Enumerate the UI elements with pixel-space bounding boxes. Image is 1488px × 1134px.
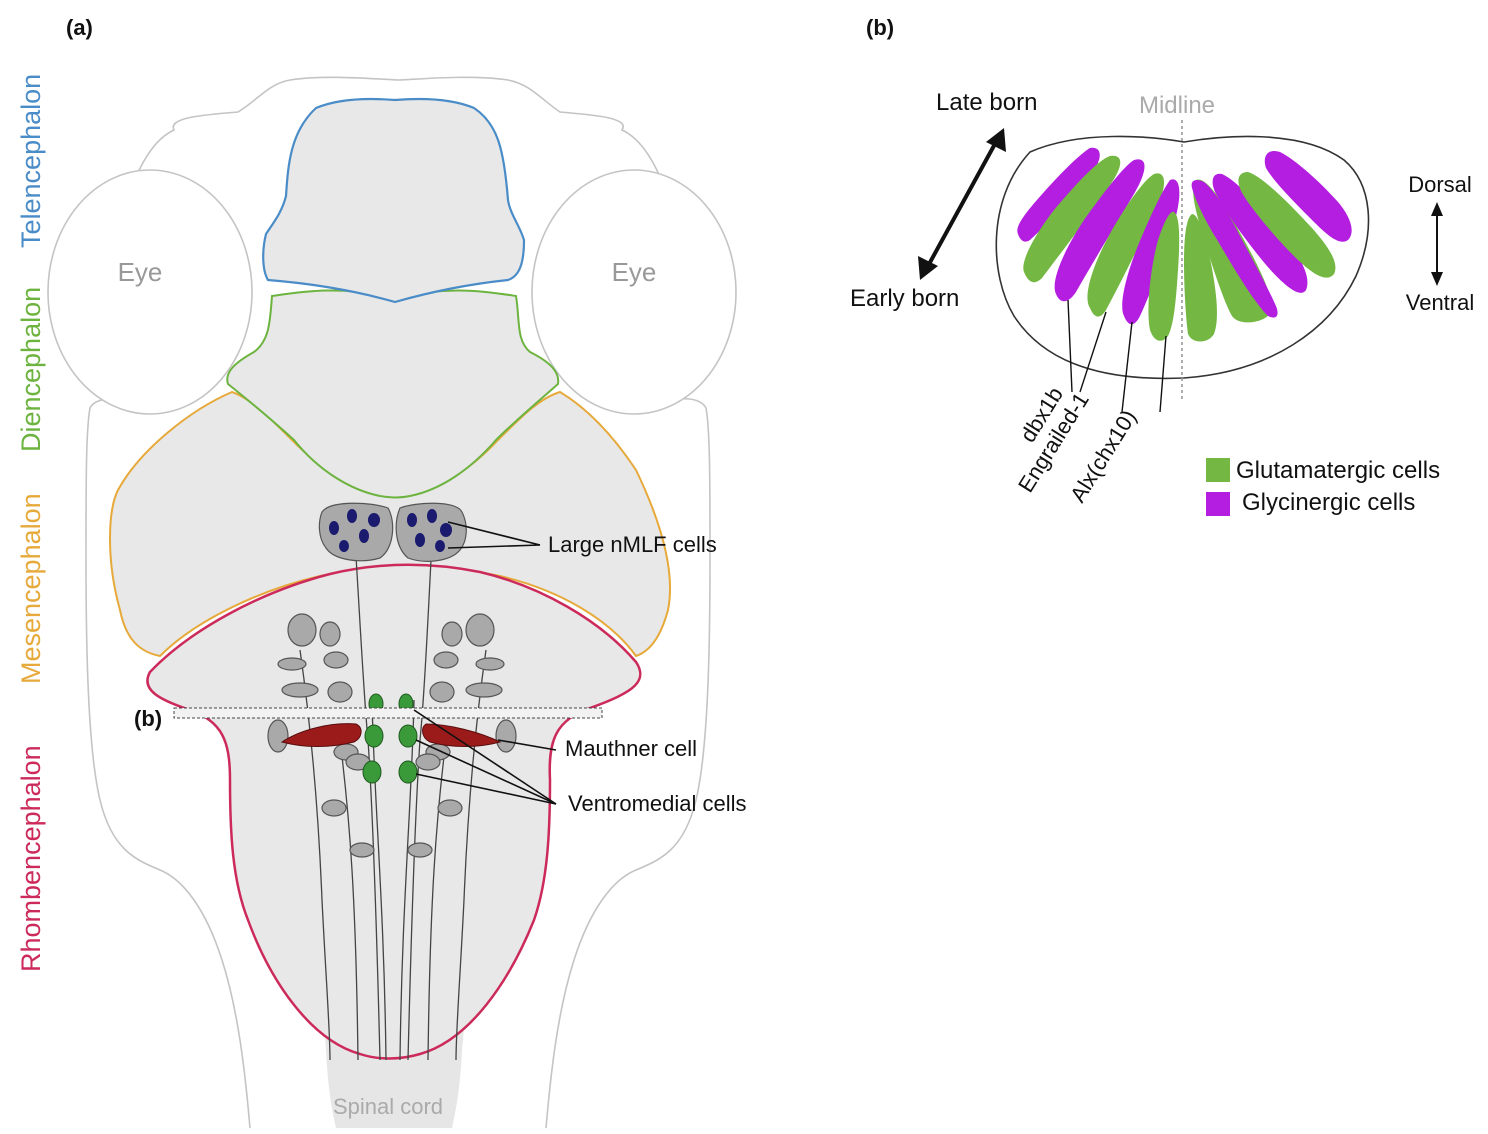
label-nmlf-cells: Large nMLF cells: [548, 532, 717, 557]
reticulospinal-neuron: [495, 719, 517, 753]
leader-mauthner: [497, 739, 557, 751]
eye-left-label: Eye: [118, 257, 163, 287]
head-outline: [85, 76, 711, 1129]
eye-left: [47, 169, 253, 415]
leader-engrailed: [1079, 311, 1107, 393]
rhombencephalon-outline: [146, 563, 642, 1060]
reticulospinal-neuron: [281, 682, 319, 698]
reticulospinal-neuron: [319, 621, 341, 647]
nmlf-nucleus: [440, 523, 452, 537]
mauthner-cell-left: [280, 723, 362, 747]
glycinergic-stripe: [1122, 179, 1180, 325]
label-dorsal: Dorsal: [1408, 172, 1472, 197]
nmlf-nucleus: [329, 521, 339, 535]
reticulospinal-neuron: [277, 657, 307, 671]
nmlf-nucleus: [427, 509, 437, 523]
ventromedial-cell: [398, 760, 418, 784]
reticulospinal-neuron: [465, 613, 495, 647]
glycinergic-stripe: [1212, 173, 1308, 293]
glycinergic-stripe: [1191, 180, 1278, 318]
legend-swatch-glycinergic: [1206, 492, 1230, 516]
leader-nmlf-1: [447, 521, 541, 546]
section-marker-label: (b): [134, 706, 162, 731]
leader-ventromedial-2: [415, 739, 557, 805]
ventromedial-cell: [362, 760, 382, 784]
reticulospinal-neuron: [323, 651, 349, 669]
nmlf-nucleus: [339, 540, 349, 552]
section-marker-bar: [173, 707, 603, 719]
glutamatergic-stripe: [1023, 155, 1121, 283]
reticulospinal-neuron: [349, 842, 375, 858]
gene-leader-lines: [1067, 299, 1167, 413]
nmlf-nucleus: [435, 540, 445, 552]
legend-label-glycinergic: Glycinergic cells: [1242, 489, 1415, 516]
eye-right-label: Eye: [612, 257, 657, 287]
reticulospinal-neuron: [267, 719, 289, 753]
leader-lines: [413, 521, 557, 805]
leader-dbx1b: [1067, 299, 1073, 393]
region-label-diencephalon: Diencephalon: [16, 287, 46, 452]
cell-stripes: [1017, 147, 1352, 342]
reticulospinal-neuron: [415, 753, 441, 771]
nmlf-nucleus: [347, 509, 357, 523]
region-label-rhombencephalon: Rhombencephalon: [16, 745, 46, 972]
legend-label-glutamatergic: Glutamatergic cells: [1236, 457, 1440, 484]
label-spinal-cord: Spinal cord: [333, 1094, 443, 1119]
glycinergic-stripe: [1054, 159, 1145, 302]
nmlf-nuclei: [329, 509, 452, 552]
reticulospinal-neuron: [327, 681, 353, 703]
label-midline: Midline: [1139, 92, 1215, 119]
glutamatergic-stripe: [1238, 172, 1336, 278]
region-label-mesencephalon: Mesencephalon: [16, 493, 46, 684]
reticulospinal-neuron: [429, 681, 455, 703]
reticulospinal-neuron: [321, 799, 347, 817]
leader-alx-1: [1121, 321, 1133, 413]
glutamatergic-stripe: [1148, 211, 1180, 341]
label-late-born: Late born: [936, 89, 1037, 116]
axon-mid-left: [339, 739, 359, 1061]
panel-b-label: (b): [866, 15, 894, 40]
reticulospinal-neuron: [465, 682, 503, 698]
legend-swatch-glutamatergic: [1206, 458, 1230, 482]
diencephalon-outline: [226, 289, 560, 499]
telencephalon-outline: [262, 97, 526, 304]
leader-alx-2: [1159, 335, 1167, 413]
panel-a-label: (a): [66, 15, 93, 40]
dorsal-ventral-arrow: [1431, 202, 1443, 286]
glycinergic-stripe: [1017, 147, 1100, 242]
leader-nmlf-2: [447, 544, 541, 549]
reticulospinal-neuron: [475, 657, 505, 671]
glutamatergic-stripe: [1087, 173, 1165, 317]
label-early-born: Early born: [850, 285, 959, 312]
reticulospinal-neuron: [433, 651, 459, 669]
nmlf-nucleus: [407, 513, 417, 527]
axon-nmlf-left: [354, 539, 381, 1061]
glycinergic-stripe: [1264, 150, 1352, 242]
nmlf-nucleus: [368, 513, 380, 527]
reticulospinal-neuron: [441, 621, 463, 647]
axon-nmlf-right: [407, 539, 433, 1061]
label-ventromedial-cells: Ventromedial cells: [568, 791, 747, 816]
ventromedial-cell: [364, 724, 384, 748]
leader-ventromedial-1: [413, 709, 557, 805]
reticulospinal-neuron: [437, 799, 463, 817]
nmlf-nucleus: [415, 533, 425, 547]
birth-order-arrow: [918, 128, 1006, 280]
nmlf-nucleus: [359, 529, 369, 543]
label-ventral: Ventral: [1406, 290, 1475, 315]
leader-ventromedial-3: [415, 773, 557, 805]
glutamatergic-stripe: [1184, 214, 1217, 342]
eye-right: [531, 169, 737, 415]
region-label-telencephalon: Telencephalon: [16, 74, 46, 248]
label-mauthner-cell: Mauthner cell: [565, 736, 697, 761]
ventromedial-cell: [398, 724, 418, 748]
reticulospinal-neuron: [407, 842, 433, 858]
neuron-layer: [267, 502, 517, 1061]
axon-mid-right: [427, 739, 447, 1061]
legend: Glutamatergic cells Glycinergic cells: [1206, 457, 1440, 516]
reticulospinal-neuron: [287, 613, 317, 647]
